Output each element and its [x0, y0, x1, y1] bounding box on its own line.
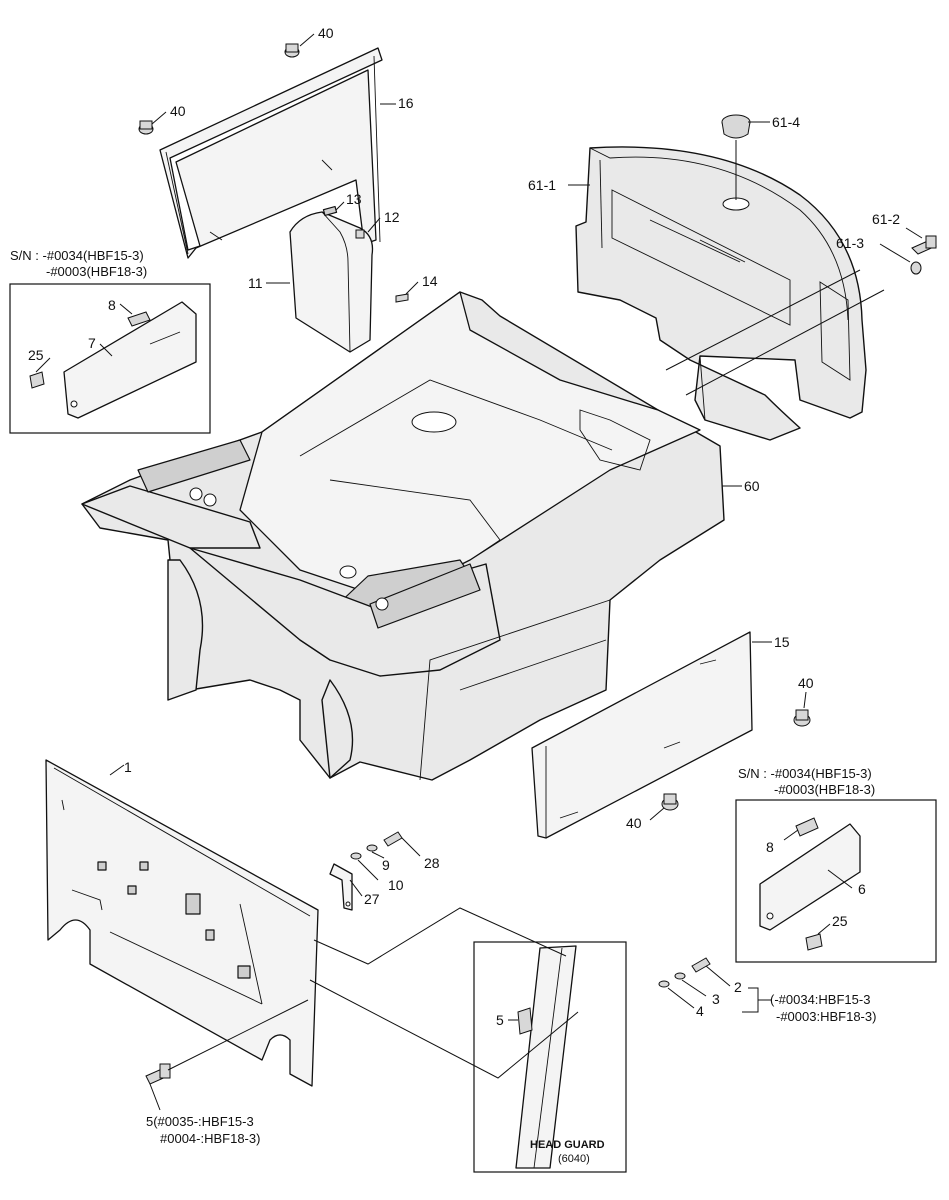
leader-lines — [35, 33, 923, 1111]
serial-range-line2: -#0003:HBF18-3) — [776, 1009, 876, 1024]
bolt-5-note-line1: 5(#0035-:HBF15-3 — [146, 1114, 254, 1129]
callout-40-bottom: 40 — [626, 815, 642, 831]
bolt-5-note-line2: #0004-:HBF18-3) — [160, 1131, 260, 1146]
callout-10: 10 — [388, 877, 404, 893]
callout-61-1: 61-1 — [528, 177, 556, 193]
callout-6: 6 — [858, 881, 866, 897]
part-9-10-28-fasteners — [350, 831, 403, 860]
callout-1: 1 — [124, 759, 132, 775]
callout-61-3: 61-3 — [836, 235, 864, 251]
callout-8-left: 8 — [108, 297, 116, 313]
callout-7: 7 — [88, 335, 96, 351]
part-40-knob-bottom — [661, 793, 679, 811]
serial-range-line1: (-#0034:HBF15-3 — [770, 992, 870, 1007]
head-guard-detail — [473, 941, 627, 1173]
part-11-cover — [289, 205, 409, 353]
callout-4: 4 — [696, 1003, 704, 1019]
head-guard-code: (6040) — [558, 1153, 590, 1165]
detail-box-left — [9, 283, 211, 434]
part-27-bracket — [329, 863, 353, 911]
part-61-4-cap — [721, 114, 751, 139]
part-61-counterweight — [575, 146, 867, 441]
notes: S/N : -#0034(HBF15-3) -#0003(HBF18-3) S/… — [10, 248, 876, 1165]
part-15-side-plate — [531, 631, 753, 839]
sn-note-right-line1: S/N : -#0034(HBF15-3) — [738, 766, 872, 781]
callout-3: 3 — [712, 991, 720, 1007]
callout-40-right: 40 — [798, 675, 814, 691]
part-40-knob-top — [284, 43, 300, 58]
sn-note-left-line1: S/N : -#0034(HBF15-3) — [10, 248, 144, 263]
parts-2-3-4-fasteners — [658, 957, 711, 988]
part-40-knob-left — [138, 120, 154, 135]
part-40-knob-right — [793, 709, 811, 727]
callout-28: 28 — [424, 855, 440, 871]
part-1-rear-panel — [45, 759, 319, 1087]
head-guard-label: HEAD GUARD — [530, 1139, 605, 1151]
callout-8-right: 8 — [766, 839, 774, 855]
part-61-3-washer — [910, 261, 922, 275]
callout-5-guard: 5 — [496, 1012, 504, 1028]
part-16-bracket — [159, 47, 383, 259]
callout-14: 14 — [422, 273, 438, 289]
callout-40-left: 40 — [170, 103, 186, 119]
callout-15: 15 — [774, 634, 790, 650]
callout-27: 27 — [364, 891, 380, 907]
callout-40-top: 40 — [318, 25, 334, 41]
sn-note-right-line2: -#0003(HBF18-3) — [774, 782, 875, 797]
callout-25-right: 25 — [832, 913, 848, 929]
callouts: 40 16 40 61-4 61-1 61-2 61-3 13 12 11 14… — [28, 25, 900, 1028]
callout-61-4: 61-4 — [772, 114, 800, 130]
callout-2: 2 — [734, 979, 742, 995]
callout-12: 12 — [384, 209, 400, 225]
callout-9: 9 — [382, 857, 390, 873]
callout-60: 60 — [744, 478, 760, 494]
callout-25-left: 25 — [28, 347, 44, 363]
callout-13: 13 — [346, 191, 362, 207]
part-5-bolt-left — [145, 1063, 171, 1085]
part-61-2-bolt — [911, 235, 937, 255]
part-60-frame — [81, 291, 725, 781]
callout-61-2: 61-2 — [872, 211, 900, 227]
detail-box-right — [735, 799, 937, 963]
callout-16: 16 — [398, 95, 414, 111]
callout-11: 11 — [248, 275, 263, 291]
sn-note-left-line2: -#0003(HBF18-3) — [46, 264, 147, 279]
